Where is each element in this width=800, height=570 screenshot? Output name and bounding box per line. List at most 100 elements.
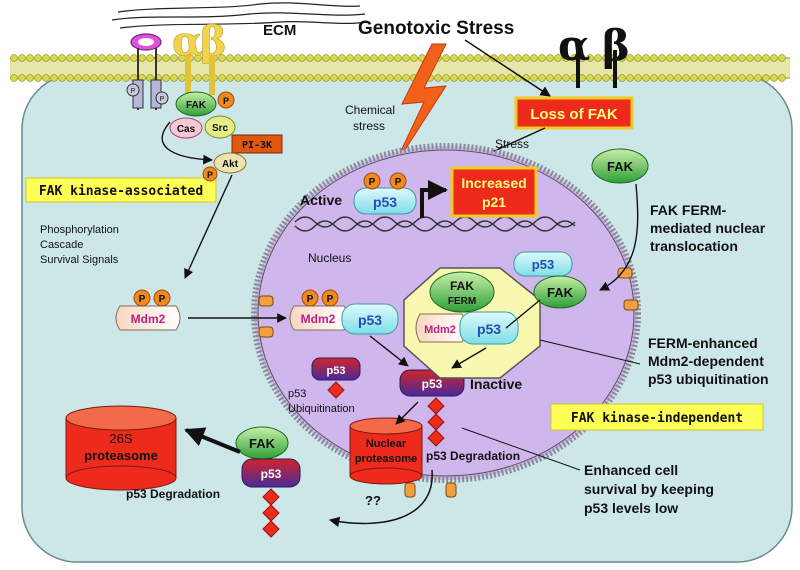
lipid-head [754, 74, 762, 82]
lipid-head [202, 74, 210, 82]
lipid-head [314, 74, 322, 82]
lipid-head [378, 74, 386, 82]
lipid-head [298, 54, 306, 62]
lipid-head [234, 74, 242, 82]
nuclear-mdm2-phospho-2: P [327, 294, 334, 305]
integrin-alpha-right-glyph: α [558, 21, 590, 70]
lipid-head [42, 74, 50, 82]
lipid-head [98, 74, 106, 82]
lipid-head [370, 54, 378, 62]
lipid-head [242, 54, 250, 62]
lipid-head [306, 54, 314, 62]
nuclear-pores [258, 267, 639, 498]
inactive-label: Inactive [470, 376, 522, 392]
fak-kinase-independent-box: FAK kinase-independent [550, 403, 764, 431]
akt-label: Akt [222, 159, 239, 170]
lipid-head [546, 54, 554, 62]
lipid-head [522, 54, 530, 62]
lipid-head [690, 74, 698, 82]
lipid-head [682, 54, 690, 62]
active-p53: p53 P P [353, 172, 417, 215]
lipid-head [330, 74, 338, 82]
lipid-head [490, 74, 498, 82]
lipid-head [82, 74, 90, 82]
lipid-head [282, 54, 290, 62]
lipid-head [322, 74, 330, 82]
lipid-head [322, 54, 330, 62]
lipid-head [130, 54, 138, 62]
fak-focal-adhesion-complex: FAK P Cas Src PI-3K Akt P [169, 91, 283, 182]
lipid-head [394, 54, 402, 62]
lipid-head [90, 54, 98, 62]
ferm-p53-label: p53 [477, 321, 501, 337]
membrane-fak-phospho: P [223, 96, 229, 106]
lipid-head [722, 54, 730, 62]
cytoplasmic-fak-p53: FAK p53 [235, 426, 301, 538]
lipid-head [106, 74, 114, 82]
lipid-head [274, 54, 282, 62]
cytoplasmic-p53-degradation-label: p53 Degradation [126, 487, 220, 501]
cytoplasmic-fak-p53-p53-label: p53 [261, 467, 282, 481]
lipid-head [250, 74, 258, 82]
ecm-fibers [111, 2, 369, 29]
lipid-head [538, 54, 546, 62]
lipid-head [162, 54, 170, 62]
lipid-head [714, 74, 722, 82]
nuclear-proteasome: Nuclear proteasome [349, 417, 423, 485]
increased-p21-label-1: Increased [461, 175, 526, 191]
nuclear-p53-fak-pair: p53 FAK [513, 251, 587, 309]
plasma-membrane [10, 54, 790, 82]
lipid-head [178, 74, 186, 82]
active-p53-phospho-2: P [395, 177, 402, 188]
nuclear-envelope-fak-label: FAK [547, 285, 574, 300]
lipid-head [434, 74, 442, 82]
cytoplasmic-mdm2-phospho-2: P [159, 294, 166, 305]
lipid-head [346, 74, 354, 82]
enhanced-survival-label-2: survival by keeping [584, 481, 714, 497]
lipid-head [538, 74, 546, 82]
ferm-translocation-label-3: translocation [650, 238, 738, 254]
lipid-head [146, 54, 154, 62]
lipid-head [338, 74, 346, 82]
nuclear-proteasome-label-1: Nuclear [366, 438, 407, 450]
lipid-head [666, 54, 674, 62]
receptor-phospho-label: P [131, 88, 136, 95]
lipid-head [258, 74, 266, 82]
inactive-p53-label: p53 [422, 377, 443, 391]
lipid-head [466, 54, 474, 62]
enhanced-survival-label-3: p53 levels low [584, 500, 678, 516]
lipid-head [26, 74, 34, 82]
lipid-head [618, 54, 626, 62]
lipid-head [658, 54, 666, 62]
lipid-head [250, 54, 258, 62]
cytoplasmic-mdm2-phospho-1: P [139, 294, 146, 305]
lipid-head [706, 74, 714, 82]
lipid-head [474, 54, 482, 62]
unknown-export-marker: ?? [365, 493, 381, 508]
lipid-head [562, 54, 570, 62]
lipid-head [778, 74, 786, 82]
lipid-head [442, 74, 450, 82]
receptor-phospho-label-2: P [160, 96, 165, 103]
lipid-head [674, 74, 682, 82]
lipid-head [770, 54, 778, 62]
cytoplasmic-mdm2: Mdm2 P P [115, 289, 181, 331]
ferm-complex-octagon: FAK FERM Mdm2 p53 [403, 267, 541, 379]
lipid-head [602, 54, 610, 62]
lipid-head [690, 54, 698, 62]
lipid-head [602, 74, 610, 82]
lipid-head [354, 74, 362, 82]
lipid-head [410, 54, 418, 62]
lipid-head [746, 74, 754, 82]
cytoplasmic-fak-right: FAK [591, 148, 649, 184]
nucleus-label: Nucleus [308, 251, 351, 265]
phosphorylation-label-2: Cascade [40, 239, 83, 251]
lipid-head [290, 54, 298, 62]
lipid-head [386, 74, 394, 82]
lipid-head [730, 54, 738, 62]
proteasome-26s-label-2: proteasome [84, 448, 158, 463]
increased-p21-label-2: p21 [482, 194, 506, 210]
phosphorylation-label-3: Survival Signals [40, 254, 119, 266]
nuclear-envelope-p53-label: p53 [532, 257, 554, 272]
